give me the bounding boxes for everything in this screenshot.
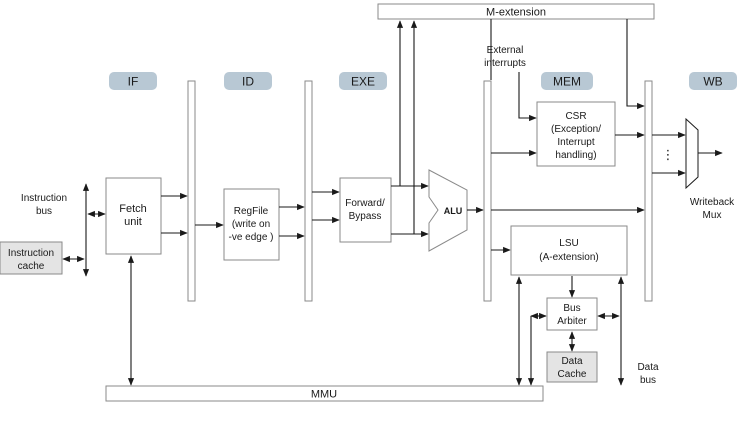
mext-memwb-arrow [626, 19, 645, 110]
instruction-cache-line-1: Instruction [8, 248, 54, 259]
fetch-unit-line-2: unit [124, 216, 142, 228]
mmu-label: MMU [311, 389, 337, 401]
stage-pill-if: IF [109, 72, 157, 90]
stage-label-if: IF [128, 75, 139, 89]
forward-bypass-block: Forward/ Bypass [339, 177, 392, 243]
alu-label: ALU [444, 206, 463, 216]
data-bus-label-line-1: Data [637, 362, 659, 373]
regfile-line-1: RegFile [234, 206, 269, 217]
instruction-cache-block: Instruction cache [0, 241, 63, 275]
instruction-bus-label-line-2: bus [36, 206, 52, 217]
pipeline-register-exe-mem [483, 80, 492, 302]
regfile-line-3: -ve edge ) [228, 232, 273, 243]
m-extension-bar: M-extension [377, 3, 655, 20]
stage-pill-exe: EXE [339, 72, 387, 90]
data-bus-label-line-2: bus [640, 375, 656, 386]
lsu-line-1: LSU [559, 238, 578, 249]
regfile-line-2: (write on [232, 219, 270, 230]
csr-line-2: (Exception/ [551, 124, 601, 135]
instruction-cache-line-2: cache [18, 261, 45, 272]
fetch-unit-block: Fetch unit [105, 177, 162, 255]
interrupts-csr-arrow [518, 72, 537, 122]
external-interrupts-label-line-2: interrupts [484, 58, 526, 69]
writeback-mux-dots: ⋮ [662, 147, 675, 162]
lsu-line-2: (A-extension) [539, 252, 598, 263]
stage-pill-mem: MEM [541, 72, 593, 90]
stage-pill-id: ID [224, 72, 272, 90]
mmu-bar: MMU [105, 385, 544, 402]
stage-label-mem: MEM [553, 75, 581, 89]
connectors [62, 19, 723, 386]
bus-arbiter-line-1: Bus [563, 303, 580, 314]
csr-block: CSR (Exception/ Interrupt handling) [536, 101, 616, 167]
bus-arbiter-line-2: Arbiter [557, 316, 587, 327]
data-cache-block: Data Cache [546, 351, 598, 383]
fetch-unit-line-1: Fetch [119, 203, 147, 215]
stage-pill-wb: WB [689, 72, 737, 90]
instruction-bus-label-line-1: Instruction [21, 193, 67, 204]
external-interrupts-label-line-1: External [487, 45, 524, 56]
alu-block: ALU [428, 169, 468, 252]
regfile-block: RegFile (write on -ve edge ) [223, 188, 280, 261]
data-cache-line-2: Cache [558, 369, 587, 380]
writeback-mux-label-line-2: Mux [703, 210, 722, 221]
data-cache-line-1: Data [561, 356, 583, 367]
stage-label-id: ID [242, 75, 254, 89]
m-extension-label: M-extension [486, 7, 546, 19]
writeback-mux: ⋮ [662, 117, 699, 190]
pipeline-register-if-id [187, 80, 196, 302]
stage-label-exe: EXE [351, 75, 375, 89]
lsu-block: LSU (A-extension) [510, 225, 628, 276]
stage-label-wb: WB [703, 75, 722, 89]
pipeline-register-mem-wb [644, 80, 653, 302]
csr-line-1: CSR [565, 111, 586, 122]
pipeline-register-id-exe [304, 80, 313, 302]
forward-bypass-line-2: Bypass [349, 211, 382, 222]
writeback-mux-label-line-1: Writeback [690, 197, 735, 208]
csr-line-3: Interrupt [557, 137, 594, 148]
bus-arbiter-block: Bus Arbiter [546, 297, 598, 331]
csr-line-4: handling) [555, 150, 596, 161]
forward-bypass-line-1: Forward/ [345, 198, 385, 209]
